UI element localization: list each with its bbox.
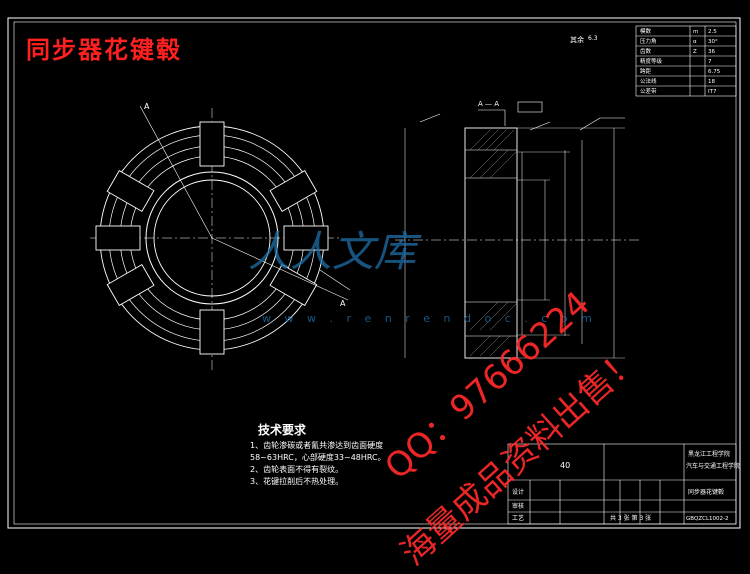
part-name: 同步器花键毂 [688, 488, 724, 496]
param-value: 18 [708, 79, 715, 85]
param-symbol: Z [693, 49, 697, 55]
section-marker-top: A [144, 102, 150, 111]
param-name: 公差带 [640, 87, 657, 95]
param-value: IT7 [708, 89, 717, 95]
engineering-drawing: A A [7, 17, 741, 529]
param-symbol: α [693, 39, 697, 45]
drawing-title: 同步器花键毂 [26, 36, 182, 64]
section-label: A — A [478, 100, 499, 108]
org-line-2: 汽车与交通工程学院 [686, 462, 740, 470]
param-value: 7 [708, 59, 712, 65]
section-marker-bottom: A [340, 299, 346, 308]
section-view [395, 101, 640, 359]
param-value: 2.5 [708, 29, 717, 35]
roughness-note: 其余 [570, 35, 584, 44]
front-view [90, 105, 351, 370]
inner-border [13, 21, 737, 525]
param-value: 30° [708, 39, 718, 45]
param-table [635, 25, 737, 97]
param-name: 模数 [640, 27, 652, 35]
param-name: 精度等级 [640, 57, 663, 65]
roughness-value: 6.3 [588, 35, 598, 42]
scale-value: 40 [560, 461, 570, 470]
process-label: 工艺 [512, 514, 524, 522]
sheet-info: 共 3 张 第 3 张 [610, 514, 651, 522]
tech-requirement-line: 2、齿轮表面不得有裂纹。 [250, 465, 344, 474]
tech-requirement-line: 1、齿轮渗碳或者氰共渗达到齿面硬度 [250, 441, 384, 450]
param-value: 6.75 [708, 69, 721, 75]
param-symbol: m [693, 29, 698, 35]
param-name: 压力角 [640, 37, 657, 45]
param-name: 跨距 [640, 67, 652, 75]
drawing-border [7, 17, 741, 529]
drawing-number: GBQZCL1002-2 [686, 516, 729, 522]
param-name: 齿数 [640, 47, 652, 55]
param-name: 公法线 [640, 77, 657, 85]
title-block [507, 443, 737, 525]
designer-label: 设计 [512, 488, 524, 496]
tech-requirement-line: 3、花键拉削后不热处理。 [250, 477, 344, 486]
param-value: 36 [708, 49, 715, 55]
org-line-1: 黑龙江工程学院 [688, 450, 730, 458]
watermark-text: 人人文库 [248, 227, 417, 276]
tech-requirement-line: 58~63HRC，心部硬度33~48HRC。 [250, 453, 386, 462]
tech-requirements-heading: 技术要求 [258, 423, 307, 437]
watermark-url: w w w . r e n r e n d o c . c o m [262, 312, 597, 325]
checker-label: 审核 [512, 502, 524, 510]
